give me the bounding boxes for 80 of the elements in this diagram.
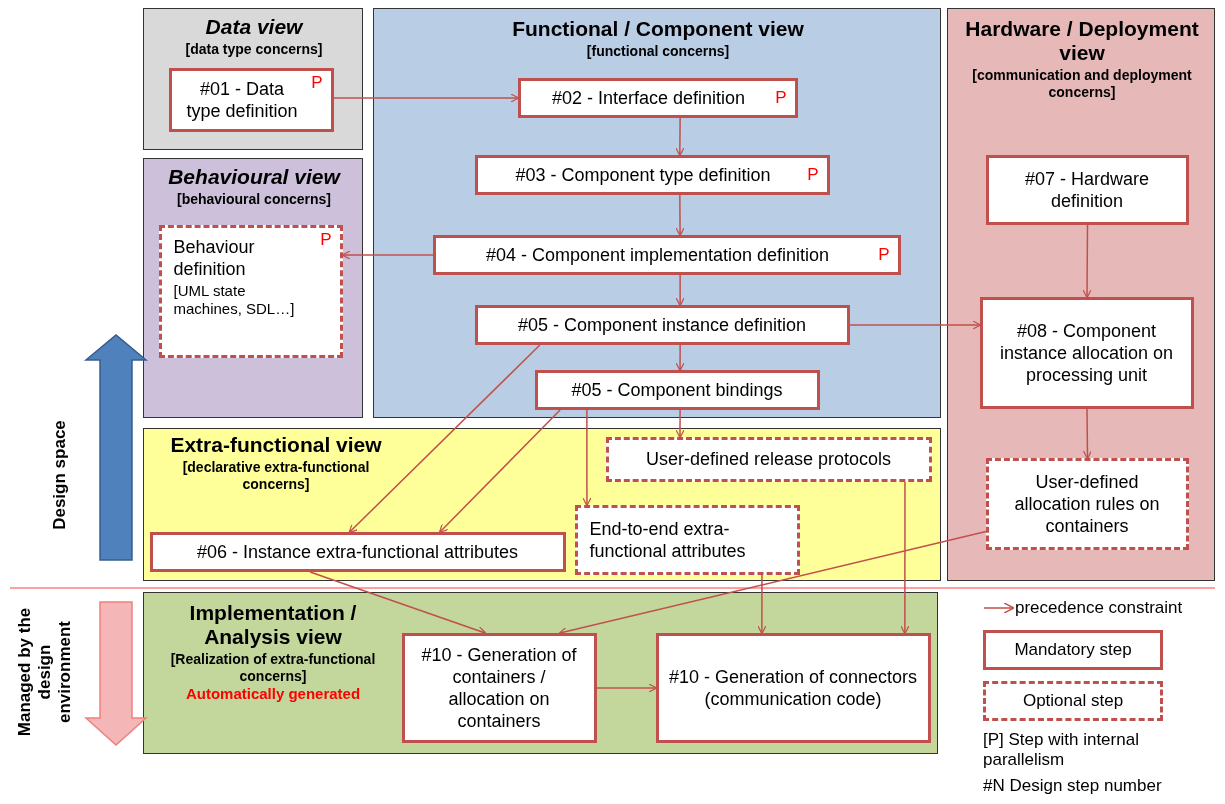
arrow	[675, 117, 685, 157]
panel-title: Data view	[205, 15, 303, 39]
legend-note: [P] Step with internal parallelism	[983, 730, 1140, 770]
view-panel	[373, 8, 941, 418]
step-note: [UML state machines, SDL…]	[173, 281, 296, 318]
panel-title: Functional / Component view	[512, 17, 804, 41]
axis-label: Managed by the design environment	[15, 606, 75, 739]
step-label: #01 - Data type definition	[185, 77, 299, 122]
step-label: #04 - Component implementation definition	[485, 243, 830, 266]
view-panel	[143, 8, 363, 150]
step-label: User-defined allocation rules on containers	[1013, 470, 1161, 537]
parallelism-mark: P	[311, 72, 323, 93]
axis-label: Design space	[50, 419, 70, 532]
optional-step-box	[574, 504, 800, 575]
step-label: End-to-end extra-functional attributes	[589, 517, 747, 562]
arrow	[348, 344, 541, 534]
view-panel	[947, 8, 1215, 581]
panel-title: Behavioural view	[168, 165, 340, 189]
step-label: #05 - Component instance definition	[517, 313, 807, 336]
legend-label: Optional step	[1022, 691, 1124, 711]
legend-label: Mandatory step	[1014, 640, 1132, 660]
mandatory-step-box	[979, 296, 1194, 409]
step-label: #05 - Component bindings	[571, 378, 783, 401]
arrow	[675, 409, 685, 439]
view-panel	[143, 428, 941, 581]
arrow	[438, 409, 561, 534]
arrow	[849, 320, 982, 330]
step-label: #07 - Hardware definition	[1023, 167, 1151, 212]
step-label: #10 - Generation of containers / allocation on containers	[420, 643, 578, 732]
step-label: #08 - Component instance allocation on processing unit	[998, 319, 1175, 386]
optional-step-box	[985, 457, 1189, 550]
view-panel	[143, 158, 363, 418]
step-label: #02 - Interface definition	[551, 86, 746, 109]
panel-subtitle: [declarative extra-functional concerns]	[181, 459, 371, 493]
mandatory-step-box	[401, 632, 597, 743]
panel-subtitle: [data type concerns]	[185, 41, 323, 58]
optional-step-box	[158, 224, 343, 358]
parallelism-mark: P	[320, 229, 332, 250]
arrow	[675, 194, 685, 237]
arrow	[333, 93, 520, 103]
parallelism-mark: P	[878, 244, 890, 265]
arrow	[675, 274, 685, 307]
panel-note: Automatically generated	[185, 685, 361, 703]
step-label: #10 - Generation of connectors (communication code)	[668, 665, 918, 710]
arrow	[596, 683, 658, 693]
panel-title: Implementation / Analysis view	[188, 601, 358, 649]
arrow	[675, 344, 685, 372]
mandatory-step-box	[149, 531, 566, 572]
panel-title: Hardware / Deployment view	[964, 17, 1200, 65]
arrow	[341, 250, 434, 260]
mandatory-step-box	[474, 304, 850, 345]
panel-subtitle: [functional concerns]	[586, 43, 730, 60]
panel-subtitle: [Realization of extra-functional concerns]	[169, 651, 377, 685]
step-label: #06 - Instance extra-functional attributes	[196, 540, 519, 563]
step-label: #03 - Component type definition	[515, 163, 771, 186]
panel-subtitle: [behavioural concerns]	[176, 191, 331, 208]
panel-title: Extra-functional view	[170, 433, 382, 457]
parallelism-mark: P	[775, 87, 787, 108]
arrow	[558, 530, 987, 636]
step-label: Behaviour definition	[173, 235, 256, 280]
parallelism-mark: P	[807, 164, 819, 185]
mandatory-step-box	[655, 632, 931, 743]
mandatory-step-box	[517, 77, 798, 118]
legend-label: precedence constraint	[1015, 598, 1183, 618]
arrow	[309, 571, 487, 635]
arrow	[582, 409, 592, 507]
mandatory-step-box	[168, 67, 334, 132]
step-label: User-defined release protocols	[645, 448, 892, 470]
arrow	[900, 481, 910, 635]
arrow	[1082, 408, 1093, 460]
mandatory-step-box	[432, 234, 901, 275]
mandatory-step-box	[534, 369, 820, 410]
arrow	[757, 574, 767, 635]
mandatory-step-box	[474, 154, 830, 195]
optional-step-box	[605, 436, 932, 482]
panel-subtitle: [communication and deployment concerns]	[971, 67, 1193, 101]
legend-note: #N Design step number	[983, 776, 1163, 796]
view-panel	[143, 592, 938, 754]
mandatory-step-box	[985, 154, 1189, 225]
arrow	[1082, 224, 1092, 299]
